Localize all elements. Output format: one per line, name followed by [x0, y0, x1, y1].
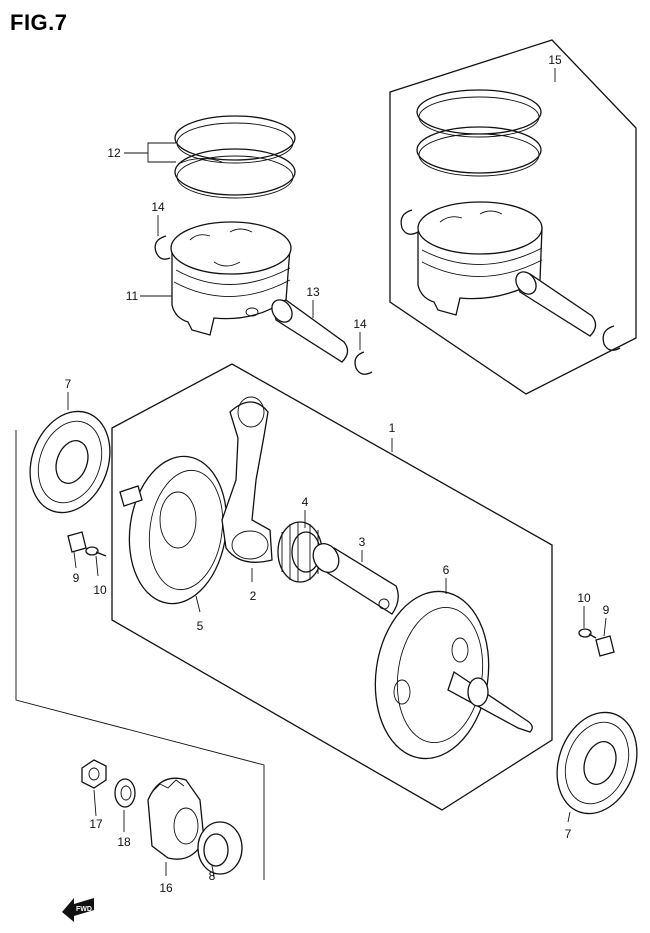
screw-10-left	[85, 546, 107, 557]
fwd-arrow-icon	[62, 898, 94, 922]
nut-17	[81, 759, 107, 789]
crank-pin-3	[312, 543, 399, 615]
label-18: 18	[117, 835, 131, 849]
label-8: 8	[209, 869, 216, 883]
label-14-upper: 14	[151, 200, 165, 214]
label-10-left: 10	[93, 583, 107, 597]
lock-plate-9-left	[67, 531, 87, 553]
crank-web-5	[119, 455, 228, 605]
label-12: 12	[107, 146, 121, 160]
piston-kit-15	[400, 89, 621, 351]
piston-pin-13	[271, 299, 349, 363]
clip-14b	[354, 351, 373, 375]
label-7-right: 7	[565, 827, 572, 841]
piston-11	[170, 221, 292, 336]
label-11: 11	[126, 289, 139, 303]
label-17: 17	[89, 817, 103, 831]
oil-seal-8	[197, 821, 243, 875]
label-6: 6	[443, 563, 450, 577]
gear-16	[147, 777, 205, 860]
label-2: 2	[250, 589, 257, 603]
label-9-right: 9	[603, 603, 610, 617]
label-13: 13	[306, 285, 320, 299]
screw-10-right	[578, 628, 597, 639]
label-15: 15	[548, 53, 562, 67]
figure-title: FIG.7	[10, 10, 68, 35]
label-5: 5	[197, 619, 204, 633]
label-4: 4	[302, 495, 309, 509]
crank-web-6	[374, 590, 533, 760]
label-1: 1	[389, 421, 396, 435]
left-bracket-line	[15, 430, 265, 880]
connecting-rod-2	[221, 396, 273, 563]
label-14-lower: 14	[353, 317, 367, 331]
clip-14a	[154, 235, 171, 260]
label-7-left: 7	[65, 377, 72, 391]
label-9-left: 9	[73, 571, 80, 585]
lock-plate-9-right	[595, 635, 615, 657]
crankshaft-assembly-box-1	[111, 363, 553, 811]
fwd-label: FWD	[76, 906, 92, 913]
label-10-right: 10	[577, 591, 591, 605]
label-16: 16	[159, 881, 173, 895]
washer-18	[114, 778, 136, 808]
bearing-7-right	[556, 711, 638, 815]
bearing-7-left	[29, 410, 111, 514]
piston-kit-box-15	[389, 39, 637, 395]
label-3: 3	[359, 535, 366, 549]
piston-rings-12	[174, 115, 296, 199]
leader-lines	[67, 68, 607, 877]
needle-bearing-4	[277, 521, 323, 583]
